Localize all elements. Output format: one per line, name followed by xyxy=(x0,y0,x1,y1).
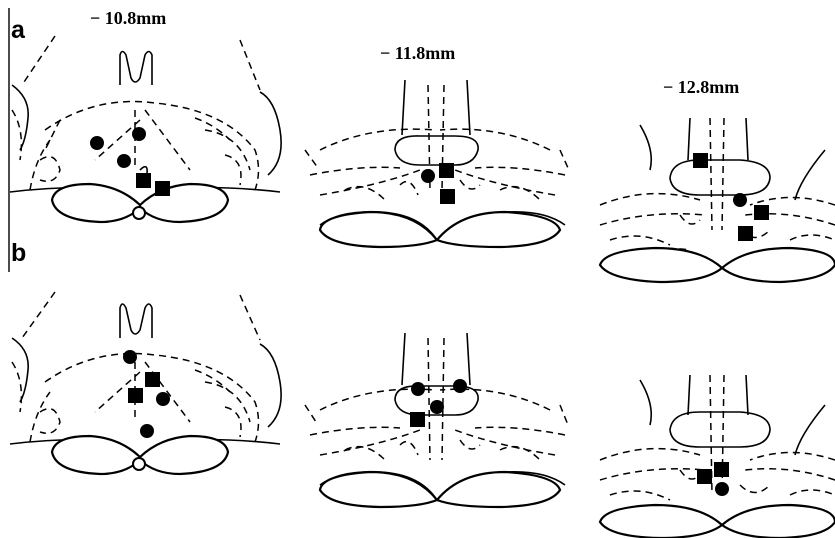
marker-circle xyxy=(156,392,170,406)
marker-square xyxy=(128,388,143,403)
marker-circle xyxy=(90,136,104,150)
marker-square xyxy=(693,153,708,168)
marker-circle xyxy=(421,169,435,183)
marker-circle xyxy=(733,193,747,207)
marker-square xyxy=(410,412,425,427)
marker-circle xyxy=(140,424,154,438)
marker-square xyxy=(145,372,160,387)
marker-circle xyxy=(117,154,131,168)
marker-square xyxy=(738,226,753,241)
section-a-10-8 xyxy=(10,36,281,222)
marker-circle xyxy=(132,127,146,141)
marker-circle xyxy=(430,400,444,414)
marker-square xyxy=(714,462,729,477)
marker-circle xyxy=(715,482,729,496)
section-b-11-8 xyxy=(305,333,568,507)
marker-circle xyxy=(411,382,425,396)
marker-circle xyxy=(453,379,467,393)
marker-square xyxy=(439,163,454,178)
section-a-12-8 xyxy=(600,118,835,282)
marker-circle xyxy=(123,350,137,364)
marker-square xyxy=(155,181,170,196)
marker-square xyxy=(754,205,769,220)
marker-square xyxy=(440,189,455,204)
section-a-11-8 xyxy=(305,80,568,247)
marker-square xyxy=(136,173,151,188)
section-b-12-8 xyxy=(600,375,835,538)
marker-square xyxy=(697,469,712,484)
section-b-10-8 xyxy=(10,292,281,474)
